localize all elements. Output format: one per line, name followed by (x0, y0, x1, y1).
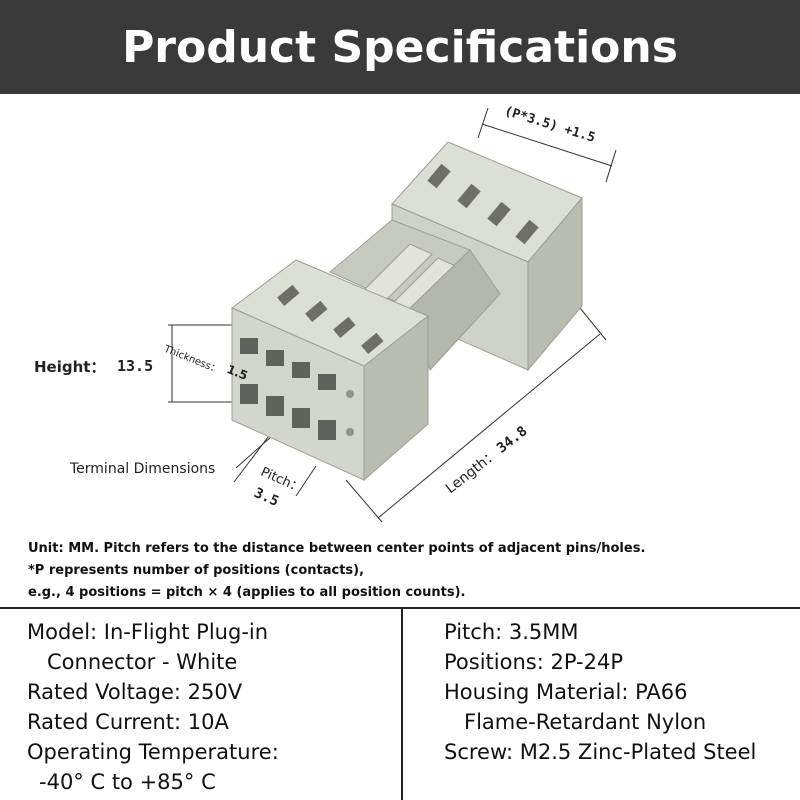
spec-rated-current: Rated Current: 10A (27, 710, 229, 734)
note-line: *P represents number of positions (conta… (28, 563, 365, 578)
connector-diagram: (P*3.5) +1.5 Height： 13.5 Thickness： 1.5… (0, 94, 800, 530)
spec-screw: Screw: M2.5 Zinc-Plated Steel (444, 740, 757, 764)
header-banner: Product Specifications (0, 0, 800, 94)
length-dimension-line (377, 333, 601, 519)
note-line: Unit: MM. Pitch refers to the distance b… (28, 541, 646, 556)
spec-housing-material: Housing Material: PA66 (444, 680, 688, 704)
spec-table: Model: In-Flight Plug-in Connector - Whi… (0, 607, 800, 800)
width-dimension-line (481, 123, 613, 167)
terminal-dimensions-label: Terminal Dimensions (70, 461, 216, 477)
page-title: Product Specifications (122, 21, 678, 73)
spec-column-right: Pitch: 3.5MM Positions: 2P-24P Housing M… (444, 617, 794, 767)
connector-front-block (231, 259, 429, 482)
spec-column-left: Model: In-Flight Plug-in Connector - Whi… (27, 617, 397, 797)
connector-latches (329, 219, 501, 371)
spec-model: Model: In-Flight Plug-in (27, 620, 269, 644)
notes-block: Unit: MM. Pitch refers to the distance b… (28, 538, 788, 604)
spec-positions: Positions: 2P-24P (444, 650, 623, 674)
spec-operating-temp-range: -40° C to +85° C (39, 770, 216, 794)
connector-illustration (168, 107, 617, 523)
spec-pitch: Pitch: 3.5MM (444, 620, 579, 644)
spec-rated-voltage: Rated Voltage: 250V (27, 680, 243, 704)
spec-housing-material-cont: Flame-Retardant Nylon (464, 710, 707, 734)
height-value: 13.5 (117, 357, 154, 375)
note-line: e.g., 4 positions = pitch × 4 (applies t… (28, 585, 466, 600)
spec-operating-temp: Operating Temperature: (27, 740, 279, 764)
spec-model-cont: Connector - White (47, 650, 238, 674)
height-label: Height： (34, 358, 106, 376)
column-divider (401, 609, 403, 800)
